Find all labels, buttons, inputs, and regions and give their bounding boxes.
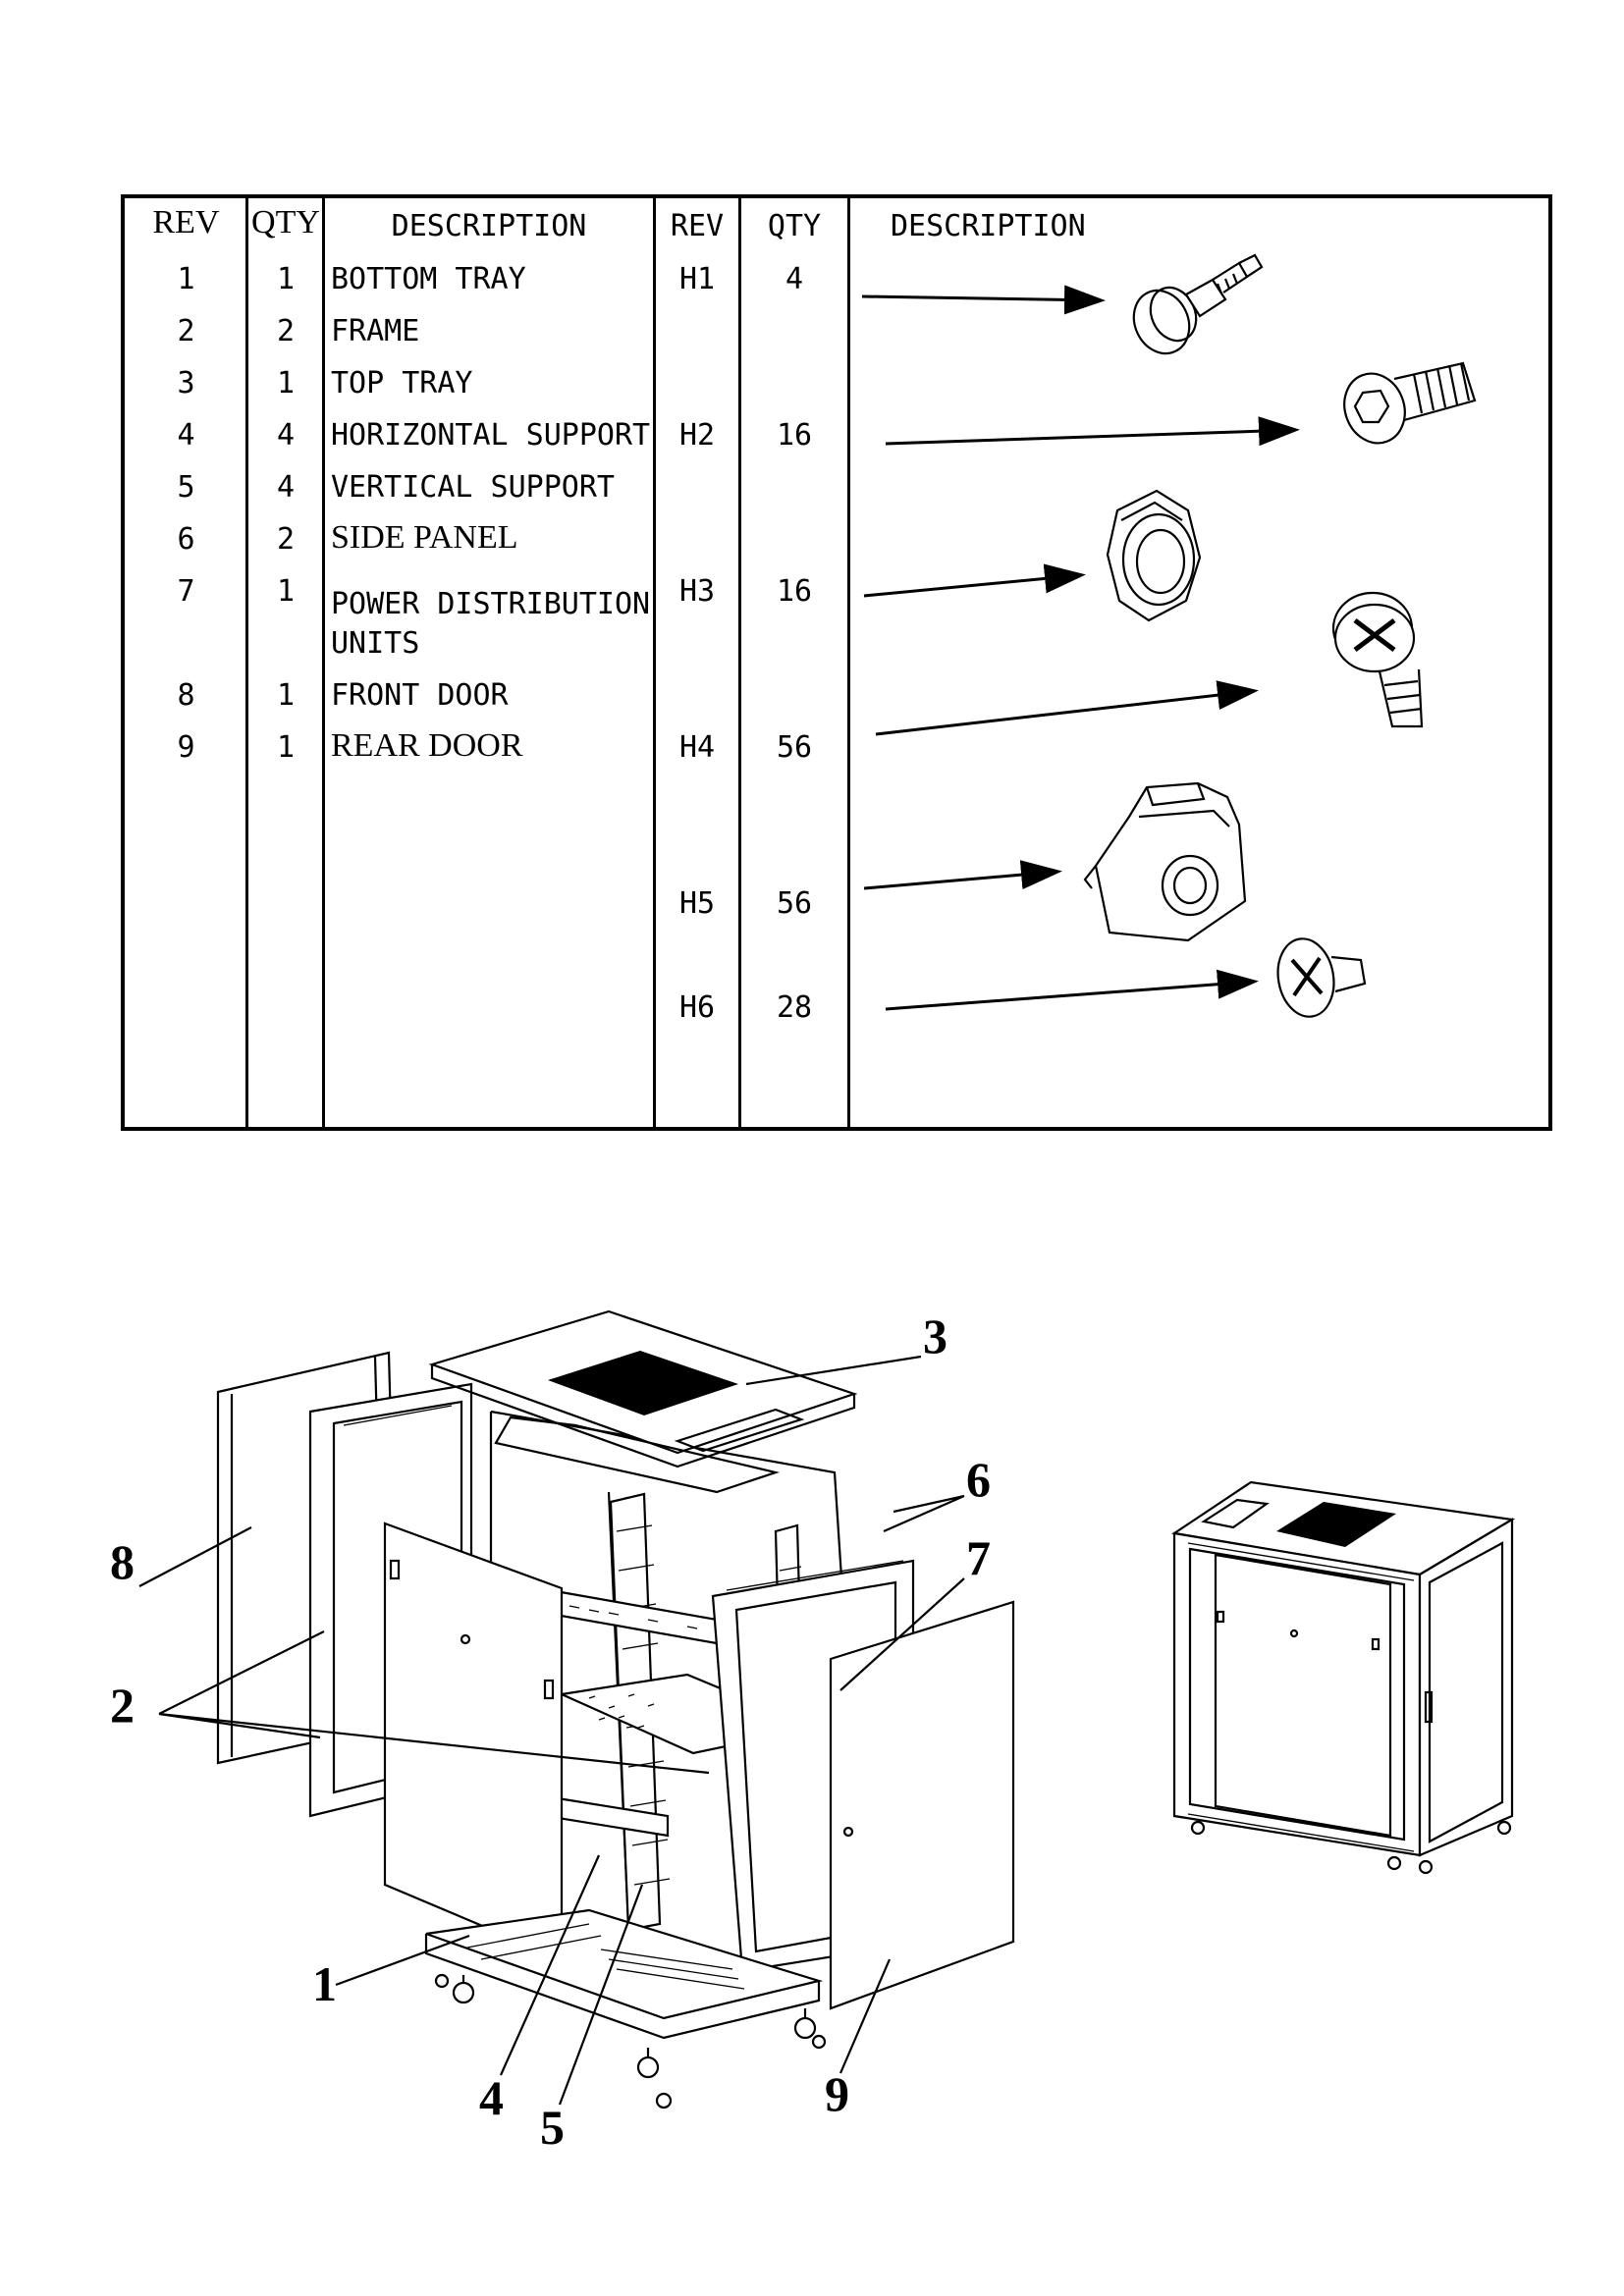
part-rev: 4: [177, 418, 195, 453]
hardware-rev: H4: [678, 730, 716, 765]
flange-nut-icon: [1106, 489, 1202, 622]
arrow: [863, 860, 1062, 890]
part-rev: 3: [177, 366, 195, 400]
hardware-rev: H3: [678, 574, 716, 609]
callout-6: 6: [966, 1452, 991, 1507]
hardware-illustrations: [861, 253, 1477, 1018]
hardware-rev: H6: [678, 990, 716, 1025]
part-qty: 1: [276, 730, 296, 765]
ball-stud-icon: [1132, 253, 1264, 355]
hardware-qty: 4: [785, 262, 804, 296]
part-description: FRONT DOOR: [331, 678, 509, 713]
left-side-panel: [383, 1522, 564, 1961]
part-rev: 7: [177, 574, 195, 609]
arrow: [875, 680, 1259, 736]
part-description: POWER DISTRIBUTION UNITS: [331, 587, 651, 661]
part-rev: 5: [177, 470, 195, 505]
part-description: TOP TRAY: [331, 366, 473, 400]
right-side-panel: [829, 1600, 1015, 2010]
rack-frame-structure: [489, 1410, 886, 1944]
part-rev: 1: [177, 262, 195, 296]
hardware-qty: 28: [776, 990, 813, 1025]
hardware-qty: 56: [776, 886, 813, 921]
arrow: [861, 285, 1106, 315]
callout-5: 5: [540, 2100, 565, 2155]
front-door-panel: [216, 1351, 401, 1765]
top-tray: [428, 1309, 858, 1468]
part-qty: 2: [276, 314, 296, 348]
part-description: FRAME: [331, 314, 420, 348]
hardware-qty: 56: [776, 730, 813, 765]
callout-2: 2: [110, 1678, 135, 1733]
right-frame: [711, 1559, 915, 1973]
column-divider: [847, 198, 850, 1127]
header-hardware-rev: REV: [670, 209, 725, 243]
part-qty: 1: [276, 574, 296, 609]
callout-3: 3: [923, 1308, 947, 1363]
part-qty: 1: [276, 366, 296, 400]
part-rev: 2: [177, 314, 195, 348]
column-divider: [738, 198, 741, 1127]
header-qty: QTY: [251, 204, 320, 240]
arrow: [863, 563, 1086, 598]
arrow: [885, 416, 1300, 447]
part-qty: 2: [276, 522, 296, 557]
part-description: VERTICAL SUPPORT: [331, 470, 615, 505]
column-divider: [653, 198, 656, 1127]
callout-9: 9: [825, 2066, 849, 2121]
upper-frame-plate: [494, 1415, 781, 1494]
part-qty: 4: [276, 418, 296, 453]
hardware-qty: 16: [776, 574, 813, 609]
part-description: REAR DOOR: [331, 727, 523, 764]
part-description: BOTTOM TRAY: [331, 262, 526, 296]
part-qty: 1: [276, 678, 296, 713]
column-divider: [245, 198, 248, 1127]
callout-1: 1: [312, 1956, 337, 2011]
part-rev: 9: [177, 730, 195, 765]
column-divider: [322, 198, 325, 1127]
part-qty: 4: [276, 470, 296, 505]
part-description: HORIZONTAL SUPPORT: [331, 418, 651, 453]
callout-4: 4: [479, 2070, 504, 2125]
part-rev: 8: [177, 678, 195, 713]
hardware-rev: H2: [678, 418, 716, 453]
header-hardware-qty: QTY: [767, 209, 822, 243]
hex-socket-screw-icon: [1343, 361, 1477, 445]
cage-nut-icon: [1083, 781, 1247, 942]
callout-7: 7: [966, 1530, 991, 1585]
leader-lines: [138, 1355, 965, 2106]
shelf-tray: [558, 1673, 819, 1755]
arrow: [885, 969, 1259, 1011]
header-hardware-description: DESCRIPTION: [891, 209, 1086, 243]
assembled-cabinet: [1171, 1480, 1516, 1875]
phillips-pan-screw-icon: [1276, 937, 1367, 1018]
part-qty: 1: [276, 262, 296, 296]
hardware-rev: H5: [678, 886, 716, 921]
part-rev: 6: [177, 522, 195, 557]
left-frame: [308, 1382, 473, 1818]
header-rev: REV: [152, 204, 220, 240]
part-description: SIDE PANEL: [331, 519, 518, 556]
callout-8: 8: [110, 1534, 135, 1589]
hardware-qty: 16: [776, 418, 813, 453]
parts-table: REV QTY DESCRIPTION REV QTY DESCRIPTION …: [121, 194, 1552, 1131]
header-description: DESCRIPTION: [391, 209, 587, 243]
hardware-rev: H1: [678, 262, 716, 296]
phillips-screw-icon: [1331, 591, 1424, 728]
